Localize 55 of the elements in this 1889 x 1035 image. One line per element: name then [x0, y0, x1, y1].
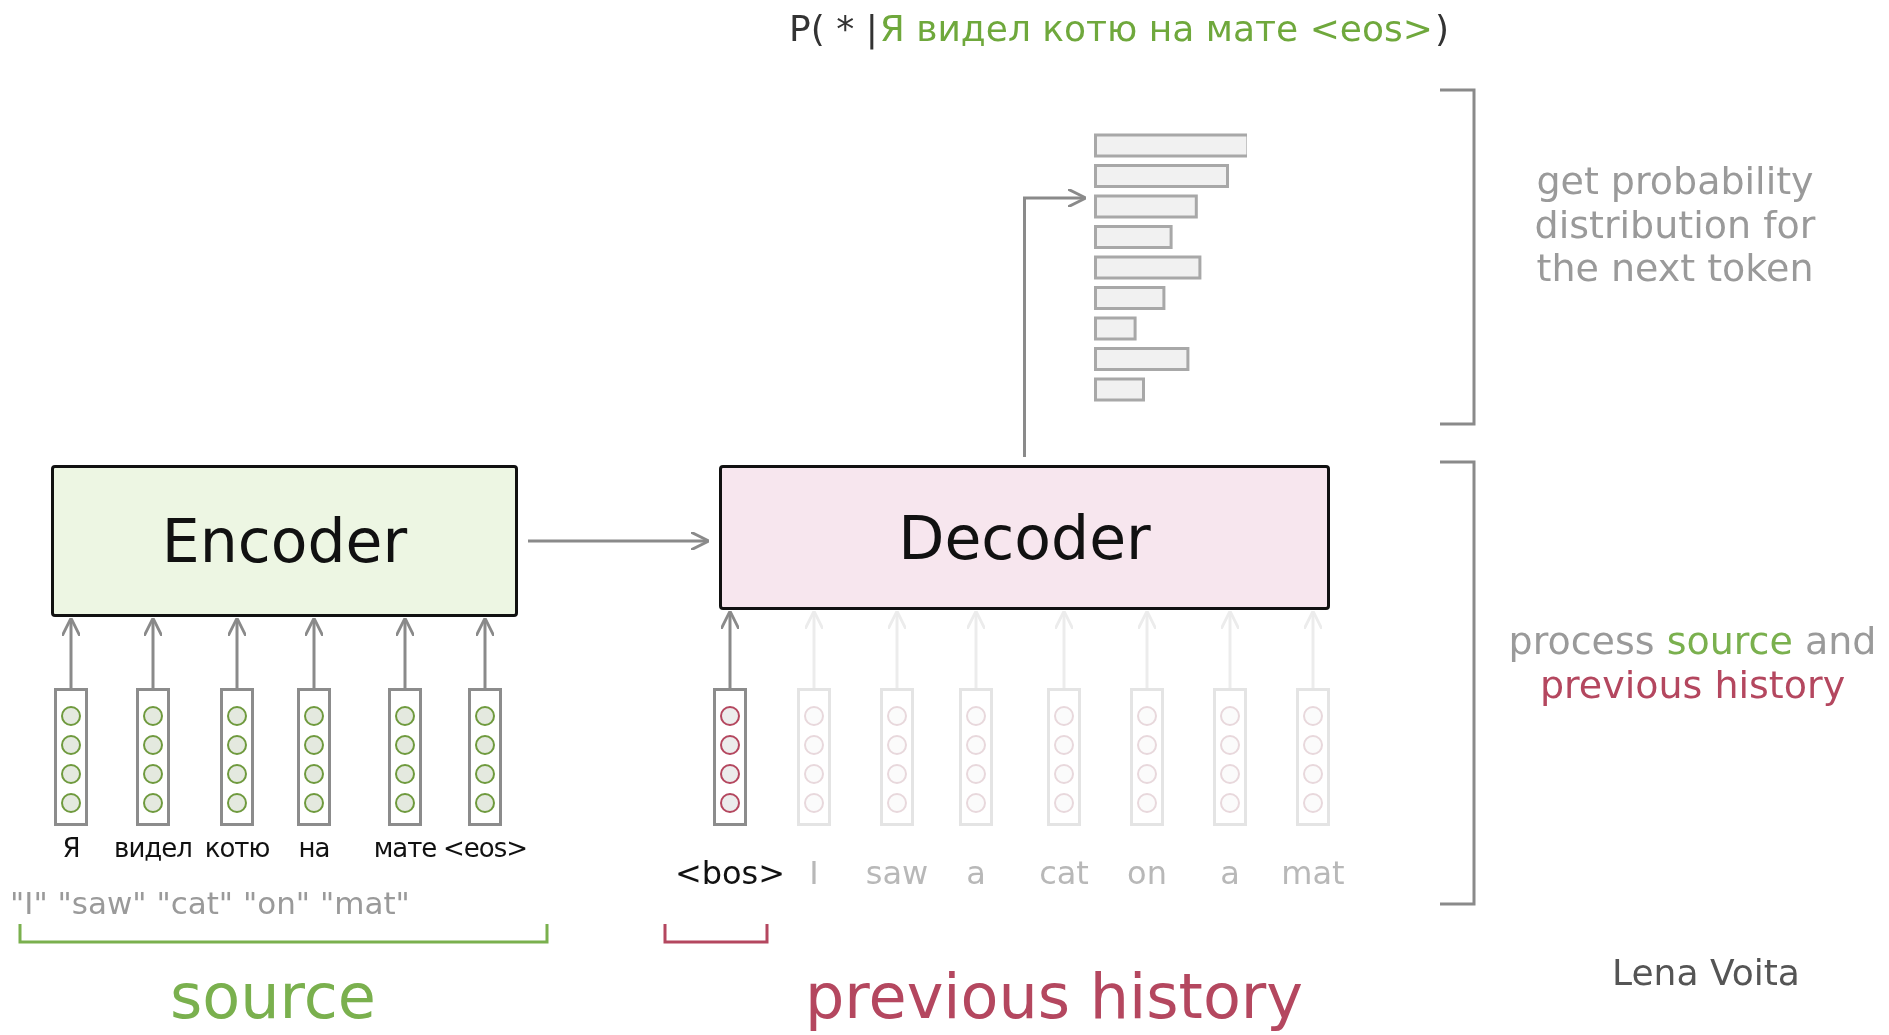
arrow	[1053, 609, 1075, 688]
arrow	[965, 609, 987, 688]
token-label: mat	[1281, 854, 1345, 892]
annotation-text: process source and previous history	[1507, 620, 1878, 708]
token-label: мате	[373, 833, 437, 863]
vector-drawing	[136, 688, 170, 826]
group-caption: source	[170, 960, 376, 1033]
arrow	[1302, 609, 1324, 688]
arrow	[303, 616, 325, 688]
arrow	[1219, 609, 1241, 688]
formula-text: )	[1434, 8, 1449, 49]
arrow	[803, 609, 825, 688]
vector-drawing	[54, 688, 88, 826]
arrow	[1136, 609, 1158, 688]
vector-drawing	[713, 688, 747, 826]
arrow	[226, 616, 248, 688]
token-label: видел	[114, 833, 192, 863]
arrow	[886, 609, 908, 688]
token-label: a	[966, 854, 986, 892]
arrow	[474, 616, 496, 688]
arrow	[719, 609, 741, 688]
process-box: Decoder	[719, 465, 1330, 610]
arrow	[142, 616, 164, 688]
token-label: котю	[204, 833, 270, 863]
author-credit: Lena Voita	[1612, 952, 1800, 993]
token-label: saw	[865, 854, 929, 892]
token-label: на	[298, 833, 330, 863]
vector-drawing	[880, 688, 914, 826]
token-label: Я	[62, 833, 80, 863]
token-label: a	[1220, 854, 1240, 892]
token-label: cat	[1039, 854, 1089, 892]
token-label: on	[1127, 854, 1167, 892]
formula-text: Я видел котю на мате <eos>	[879, 8, 1433, 49]
process-box: Encoder	[51, 465, 518, 617]
formula-text: P( * |	[789, 8, 878, 49]
vector-drawing	[220, 688, 254, 826]
vector-drawing	[1296, 688, 1330, 826]
vector-drawing	[468, 688, 502, 826]
vector-drawing	[1130, 688, 1164, 826]
arrow	[528, 530, 711, 552]
vector-drawing	[1213, 688, 1247, 826]
token-label: <eos>	[443, 833, 527, 863]
arrow	[60, 616, 82, 688]
arrow	[1023, 187, 1088, 457]
vector-drawing	[297, 688, 331, 826]
token-label: I	[809, 854, 819, 892]
group-caption: previous history	[805, 960, 1304, 1033]
vector-drawing	[388, 688, 422, 826]
arrow	[394, 616, 416, 688]
annotation-text: get probability distribution for the next token	[1533, 160, 1817, 292]
vector-drawing	[1047, 688, 1081, 826]
vector-drawing	[797, 688, 831, 826]
token-label: <bos>	[674, 854, 786, 892]
vector-drawing	[959, 688, 993, 826]
translation-text: "I" "saw" "cat" "on" "mat"	[10, 885, 410, 921]
